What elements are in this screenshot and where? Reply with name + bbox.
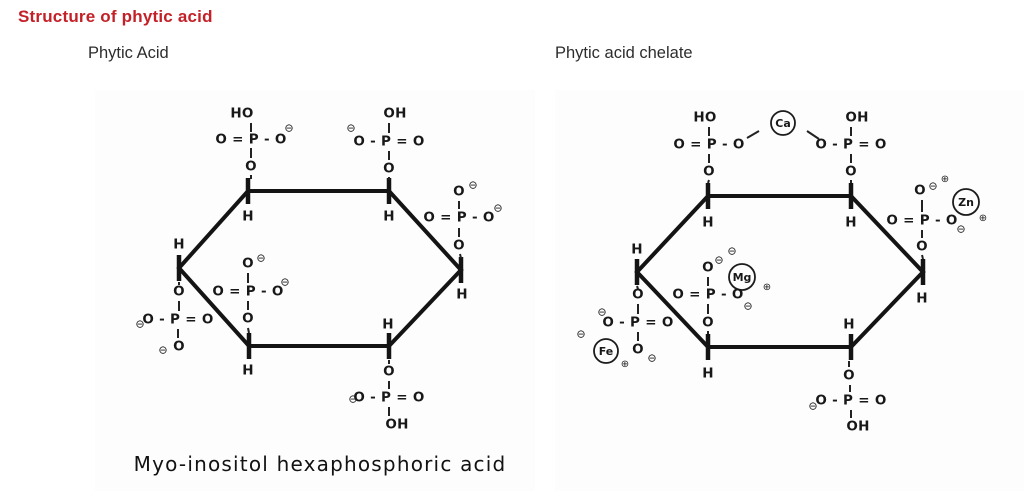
right-p3-charge-top: ⊖ (928, 179, 938, 193)
fe-ion-circle (593, 338, 619, 364)
right-p2-row: O - P = O (815, 136, 887, 153)
left-p3-o-top: O (453, 183, 465, 200)
chelate-bond (806, 130, 820, 140)
bond-dash (247, 327, 250, 334)
left-p2-row: O - P = O (353, 133, 425, 150)
right-c2-h: H (845, 214, 857, 231)
right-p3-row: O = P - O (886, 212, 958, 229)
left-caption: Myo-inositol hexaphosphoric acid (133, 452, 507, 476)
mg-ion-circle (728, 263, 756, 291)
right-c3-h: H (916, 290, 928, 307)
right-c1-h: H (702, 214, 714, 231)
right-p4-o-link: O (702, 314, 714, 331)
right-p5-row: O - P = O (602, 314, 674, 331)
right-p5-charge-left: ⊖ (576, 327, 586, 341)
left-p5-o-link: O (173, 283, 185, 300)
left-p6-row: O - P = O (353, 389, 425, 406)
right-p4-charge-top1: ⊖ (714, 253, 724, 267)
bond-dash (459, 253, 462, 259)
left-p4-row: O = P - O (212, 283, 284, 300)
bond-dash (707, 179, 710, 184)
right-p5-charge-top: ⊖ (597, 305, 607, 319)
right-p3-charge: ⊖ (956, 222, 966, 236)
right-p3-plus-top: ⊕ (940, 174, 950, 185)
left-p3-charge: ⊖ (493, 201, 503, 215)
left-p4-o-link: O (242, 310, 254, 327)
left-p4-charge-top: ⊖ (256, 251, 266, 265)
left-p1-charge: ⊖ (284, 121, 294, 135)
bond-dash (636, 285, 639, 290)
left-heading: Phytic Acid (88, 44, 169, 62)
left-c4-h: H (382, 316, 394, 333)
left-p3-charge-top: ⊖ (468, 178, 478, 192)
left-p2-charge: ⊖ (346, 121, 356, 135)
left-p6-o-link: O (383, 363, 395, 380)
left-p4-charge: ⊖ (280, 275, 290, 289)
right-p4-o-top: O (702, 259, 714, 276)
left-c5-h: H (242, 362, 254, 379)
left-p6-oh: OH (385, 416, 409, 433)
right-p1-ho: HO (693, 109, 717, 126)
left-c3-h: H (456, 286, 468, 303)
page-title: Structure of phytic acid (18, 7, 213, 26)
zn-ion-label: Zn (958, 196, 974, 209)
left-p1-row: O = P - O (215, 131, 287, 148)
right-p6-o-link: O (843, 367, 855, 384)
right-p4-row: O = P - O (672, 286, 744, 303)
left-p5-row: O - P = O (142, 311, 214, 328)
right-p5-plus: ⊕ (620, 359, 630, 370)
ca-ion-label: Ca (775, 117, 791, 130)
right-p4-charge: ⊖ (743, 299, 753, 313)
right-p6-charge: ⊖ (808, 399, 818, 413)
right-p2-oh: OH (845, 109, 869, 126)
right-p4-charge-top2: ⊖ (727, 244, 737, 258)
left-c6-h: H (173, 236, 185, 253)
inositol-ring (634, 194, 926, 349)
right-p1-row: O = P - O (673, 136, 745, 153)
left-p5-charge: ⊖ (135, 317, 145, 331)
chelate-bond (746, 130, 760, 139)
right-p3-o-top: O (914, 182, 926, 199)
left-c1-h: H (242, 208, 254, 225)
right-p6-row: O - P = O (815, 392, 887, 409)
right-p5-charge-bottom: ⊖ (647, 351, 657, 365)
right-c4-h: H (843, 316, 855, 333)
mg-ion-label: Mg (733, 271, 752, 284)
right-heading: Phytic acid chelate (555, 44, 693, 62)
right-p5-o-link: O (632, 286, 644, 303)
left-p2-oh: OH (383, 105, 407, 122)
left-p5-o-bottom: O (173, 338, 185, 355)
right-p6-oh: OH (846, 418, 870, 435)
left-p3-row: O = P - O (423, 209, 495, 226)
left-p4-o-top: O (242, 255, 254, 272)
zn-ion-circle (952, 188, 980, 216)
right-p1-o-link: O (703, 163, 715, 180)
left-p2-o-link: O (383, 160, 395, 177)
right-p2-o-link: O (845, 163, 857, 180)
ca-ion-circle (770, 110, 796, 136)
right-p5-o-bottom: O (632, 341, 644, 358)
left-p3-o-link: O (453, 237, 465, 254)
fe-ion-label: Fe (599, 345, 614, 358)
right-p3-o-link: O (916, 238, 928, 255)
right-p3-plus: ⊕ (978, 213, 988, 224)
right-c5-h: H (702, 365, 714, 382)
right-p4-plus: ⊕ (762, 282, 772, 293)
left-p1-o-link: O (245, 158, 257, 175)
phytic-acid-skeleton (176, 123, 464, 416)
inositol-ring (176, 189, 464, 348)
right-c6-h: H (631, 241, 643, 258)
left-c2-h: H (383, 208, 395, 225)
left-p1-ho: HO (230, 105, 254, 122)
bond-dash (921, 254, 924, 260)
left-p6-charge: ⊖ (348, 392, 358, 406)
left-p5-charge-bottom: ⊖ (158, 343, 168, 357)
